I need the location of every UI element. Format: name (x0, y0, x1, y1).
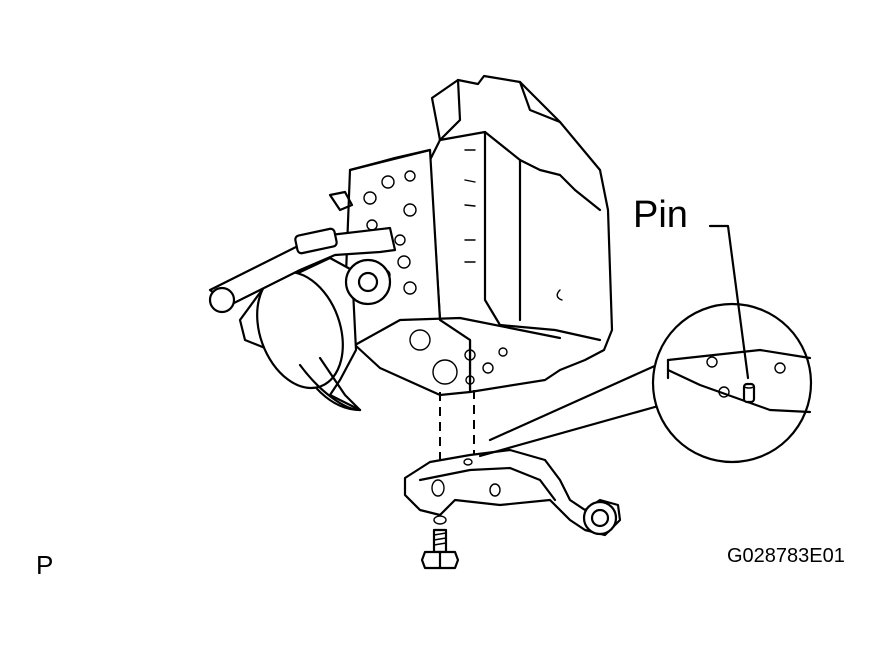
pin-leader-line (708, 224, 750, 380)
actuator-bracket (403, 448, 622, 537)
pin-label: Pin (633, 194, 688, 236)
bolt (420, 515, 460, 570)
figure-code: G028783E01 (727, 545, 845, 567)
abs-actuator-assembly (208, 74, 614, 412)
alignment-lines (439, 390, 475, 478)
corner-mark: P (36, 550, 54, 580)
detail-leader-lines (478, 358, 670, 458)
pin-detail-magnifier (651, 302, 813, 464)
